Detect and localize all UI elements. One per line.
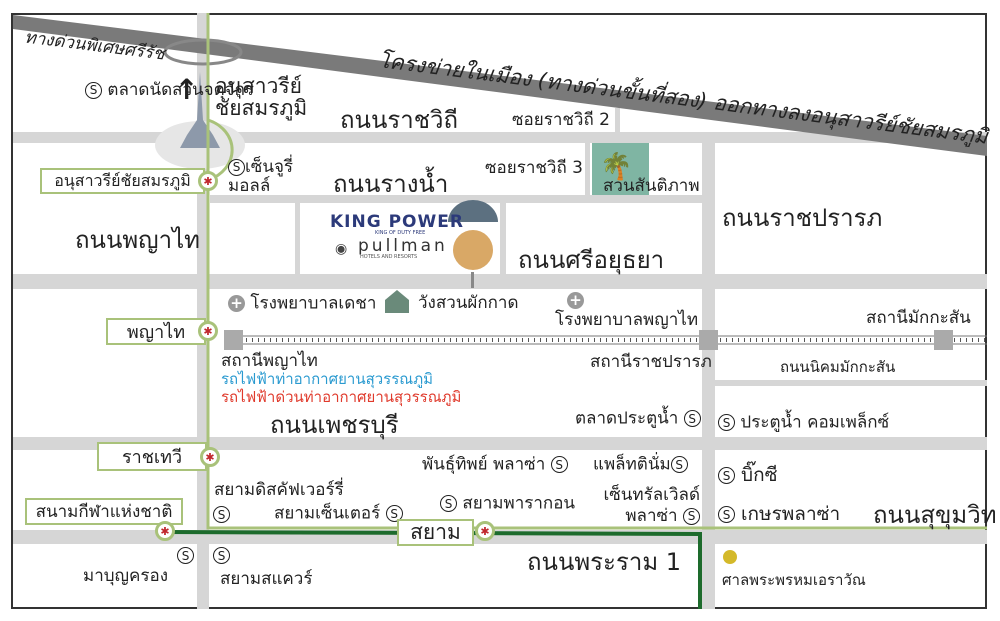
- shopping-icon: S: [670, 456, 688, 473]
- bts-icon: ✱: [200, 447, 220, 467]
- mbk-label: มาบุญครอง: [83, 566, 169, 586]
- sukhumvit-road-label: ถนนสุขุมวิท: [873, 501, 997, 529]
- chatuchak-label: S ตลาดนัดสวนจตุจักร: [85, 80, 254, 100]
- big-c-label: S บิ๊กซี: [718, 466, 778, 485]
- shopping-icon: S: [228, 158, 245, 176]
- phaya-thai-station-label: สถานีพญาไท: [221, 351, 318, 371]
- bts-icon: ✱: [475, 521, 495, 541]
- mbk-shop-icon: S: [177, 547, 194, 564]
- central-world-label: เซ็นทรัลเวิลด์ พลาซ่า S: [603, 485, 700, 526]
- gaysorn-label: S เกษรพลาซ่า: [718, 505, 840, 524]
- shopping-icon: S: [683, 410, 701, 427]
- road-rang-nam: [210, 195, 710, 203]
- monument-icon: [180, 72, 220, 148]
- shopping-icon: S: [718, 414, 735, 431]
- erawan-label: ศาลพระพรหมเอราวัณ: [722, 571, 866, 589]
- ratchaprarop-station-label: สถานีราชปรารภ: [590, 352, 712, 372]
- suan-pakkad-icon: [385, 290, 409, 313]
- siam-paragon-label: S สยามพารากอน: [440, 495, 575, 513]
- road-soi-ratchawithi-3: [585, 143, 590, 195]
- bts-icon: ✱: [155, 521, 175, 541]
- dechar-hospital-label: + โรงพยาบาลเดชา: [228, 295, 376, 313]
- phaya-thai-station-box[interactable]: พญาไท: [106, 318, 206, 345]
- siam-discovery-shop-icon: S: [213, 506, 230, 523]
- suan-pakkad-label: วังสวนผักกาด: [418, 293, 519, 313]
- road-si-ayutthaya: [13, 274, 987, 289]
- king-power-dome-icon: [448, 200, 498, 222]
- phyathai-hospital-label: โรงพยาบาลพญาไท: [555, 310, 699, 330]
- rama-1-road-label: ถนนพระราม 1: [527, 548, 682, 576]
- bts-icon: ✱: [198, 171, 218, 191]
- ratchaprarop-rail-station: [699, 330, 718, 350]
- shopping-icon: S: [440, 495, 457, 512]
- shopping-icon: S: [85, 81, 102, 99]
- airport-link-label: รถไฟฟ้าท่าอากาศยานสุวรรณภูมิ: [221, 370, 433, 388]
- siam-square-label: สยามสแควร์: [220, 569, 313, 589]
- king-power-circle: [453, 230, 493, 270]
- rang-nam-road-label: ถนนรางน้ำ: [333, 170, 449, 198]
- pullman-sub: HOTELS AND RESORTS: [360, 254, 418, 260]
- victory-monument-station-box[interactable]: อนุสาวรีย์ชัยสมรภูมิ: [40, 168, 205, 194]
- ratchathewi-station-box[interactable]: ราชเทวี: [97, 442, 207, 471]
- tree-icon: 🌴: [600, 151, 632, 182]
- soi-ratchawithi-2-label: ซอยราชวิถี 2: [512, 110, 610, 130]
- santiphap-park-label: สวนสันติภาพ: [603, 176, 700, 196]
- road-soi-b: [500, 203, 506, 274]
- ratchaprarop-road-label: ถนนราชปรารภ: [722, 204, 883, 232]
- road-phetchaburi: [13, 437, 987, 450]
- pratunam-complex-label: S ประตูน้ำ คอมเพล็กซ์: [718, 414, 889, 432]
- makkasan-station-label: สถานีมักกะสัน: [866, 308, 971, 328]
- phetchaburi-road-label: ถนนเพชรบุรี: [270, 411, 399, 439]
- siam-square-shop-icon: S: [213, 547, 230, 564]
- shopping-icon: S: [385, 505, 403, 522]
- ratchawithi-road-label: ถนนราชวิถี: [340, 106, 459, 134]
- nikhom-makkasan-road-label: ถนนนิคมมักกะสัน: [780, 358, 896, 376]
- bts-icon: ✱: [198, 321, 218, 341]
- siam-center-label: สยามเซ็นเตอร์ S: [274, 505, 403, 523]
- road-ratchaprarop: [702, 143, 715, 609]
- north-arrow-icon: ↑: [175, 73, 199, 106]
- soi-ratchawithi-3-label: ซอยราชวิถี 3: [485, 158, 583, 178]
- monument-label: อนุสาวรีย์ชัยสมรภูมิ: [215, 74, 308, 120]
- road-nikhom-makkasan: [715, 380, 987, 386]
- road-soi-a: [295, 203, 300, 274]
- pullman-logo: pullman: [358, 236, 448, 256]
- siam-discovery-label: สยามดิสคัฟเวอร์รี่: [214, 480, 344, 500]
- king-power-sub: KING OF DUTY FREE: [375, 230, 426, 236]
- silom-line: [164, 530, 702, 609]
- expressway-exit-ring: [163, 38, 243, 66]
- road-ratchawithi: [13, 132, 987, 143]
- siam-station-box[interactable]: สยาม: [397, 519, 474, 546]
- si-ayutthaya-road-label: ถนนศรีอยุธยา: [518, 246, 665, 274]
- shopping-icon: S: [718, 506, 735, 523]
- pantip-plaza-label: พันธุ์ทิพย์ พลาซ่า S: [422, 456, 568, 474]
- shopping-icon: S: [550, 456, 568, 473]
- monument-ring: [207, 118, 234, 182]
- road-soi-ratchawithi-2: [615, 108, 620, 132]
- santiphap-park-area: [592, 143, 649, 195]
- airport-express-label: รถไฟฟ้าด่วนท่าอากาศยานสุวรรณภูมิ: [221, 388, 462, 406]
- hospital-icon: +: [228, 295, 245, 312]
- expressway-band: [13, 15, 987, 156]
- pullman-logo-icon: ◉: [335, 241, 348, 257]
- makkasan-rail-station: [934, 330, 953, 350]
- shopping-icon: S: [683, 507, 700, 525]
- map-frame: [11, 13, 987, 609]
- pratunam-market-label: ตลาดประตูน้ำ S: [575, 410, 701, 428]
- shopping-icon: S: [718, 467, 735, 484]
- national-stadium-station-box[interactable]: สนามกีฬาแห่งชาติ: [25, 498, 183, 525]
- phaya-thai-rail-station: [224, 330, 243, 350]
- hospital-icon: +: [567, 292, 584, 309]
- phaya-thai-road-label: ถนนพญาไท: [75, 226, 200, 254]
- king-power-logo: KING POWER: [330, 212, 464, 232]
- erawan-dot: [723, 550, 737, 564]
